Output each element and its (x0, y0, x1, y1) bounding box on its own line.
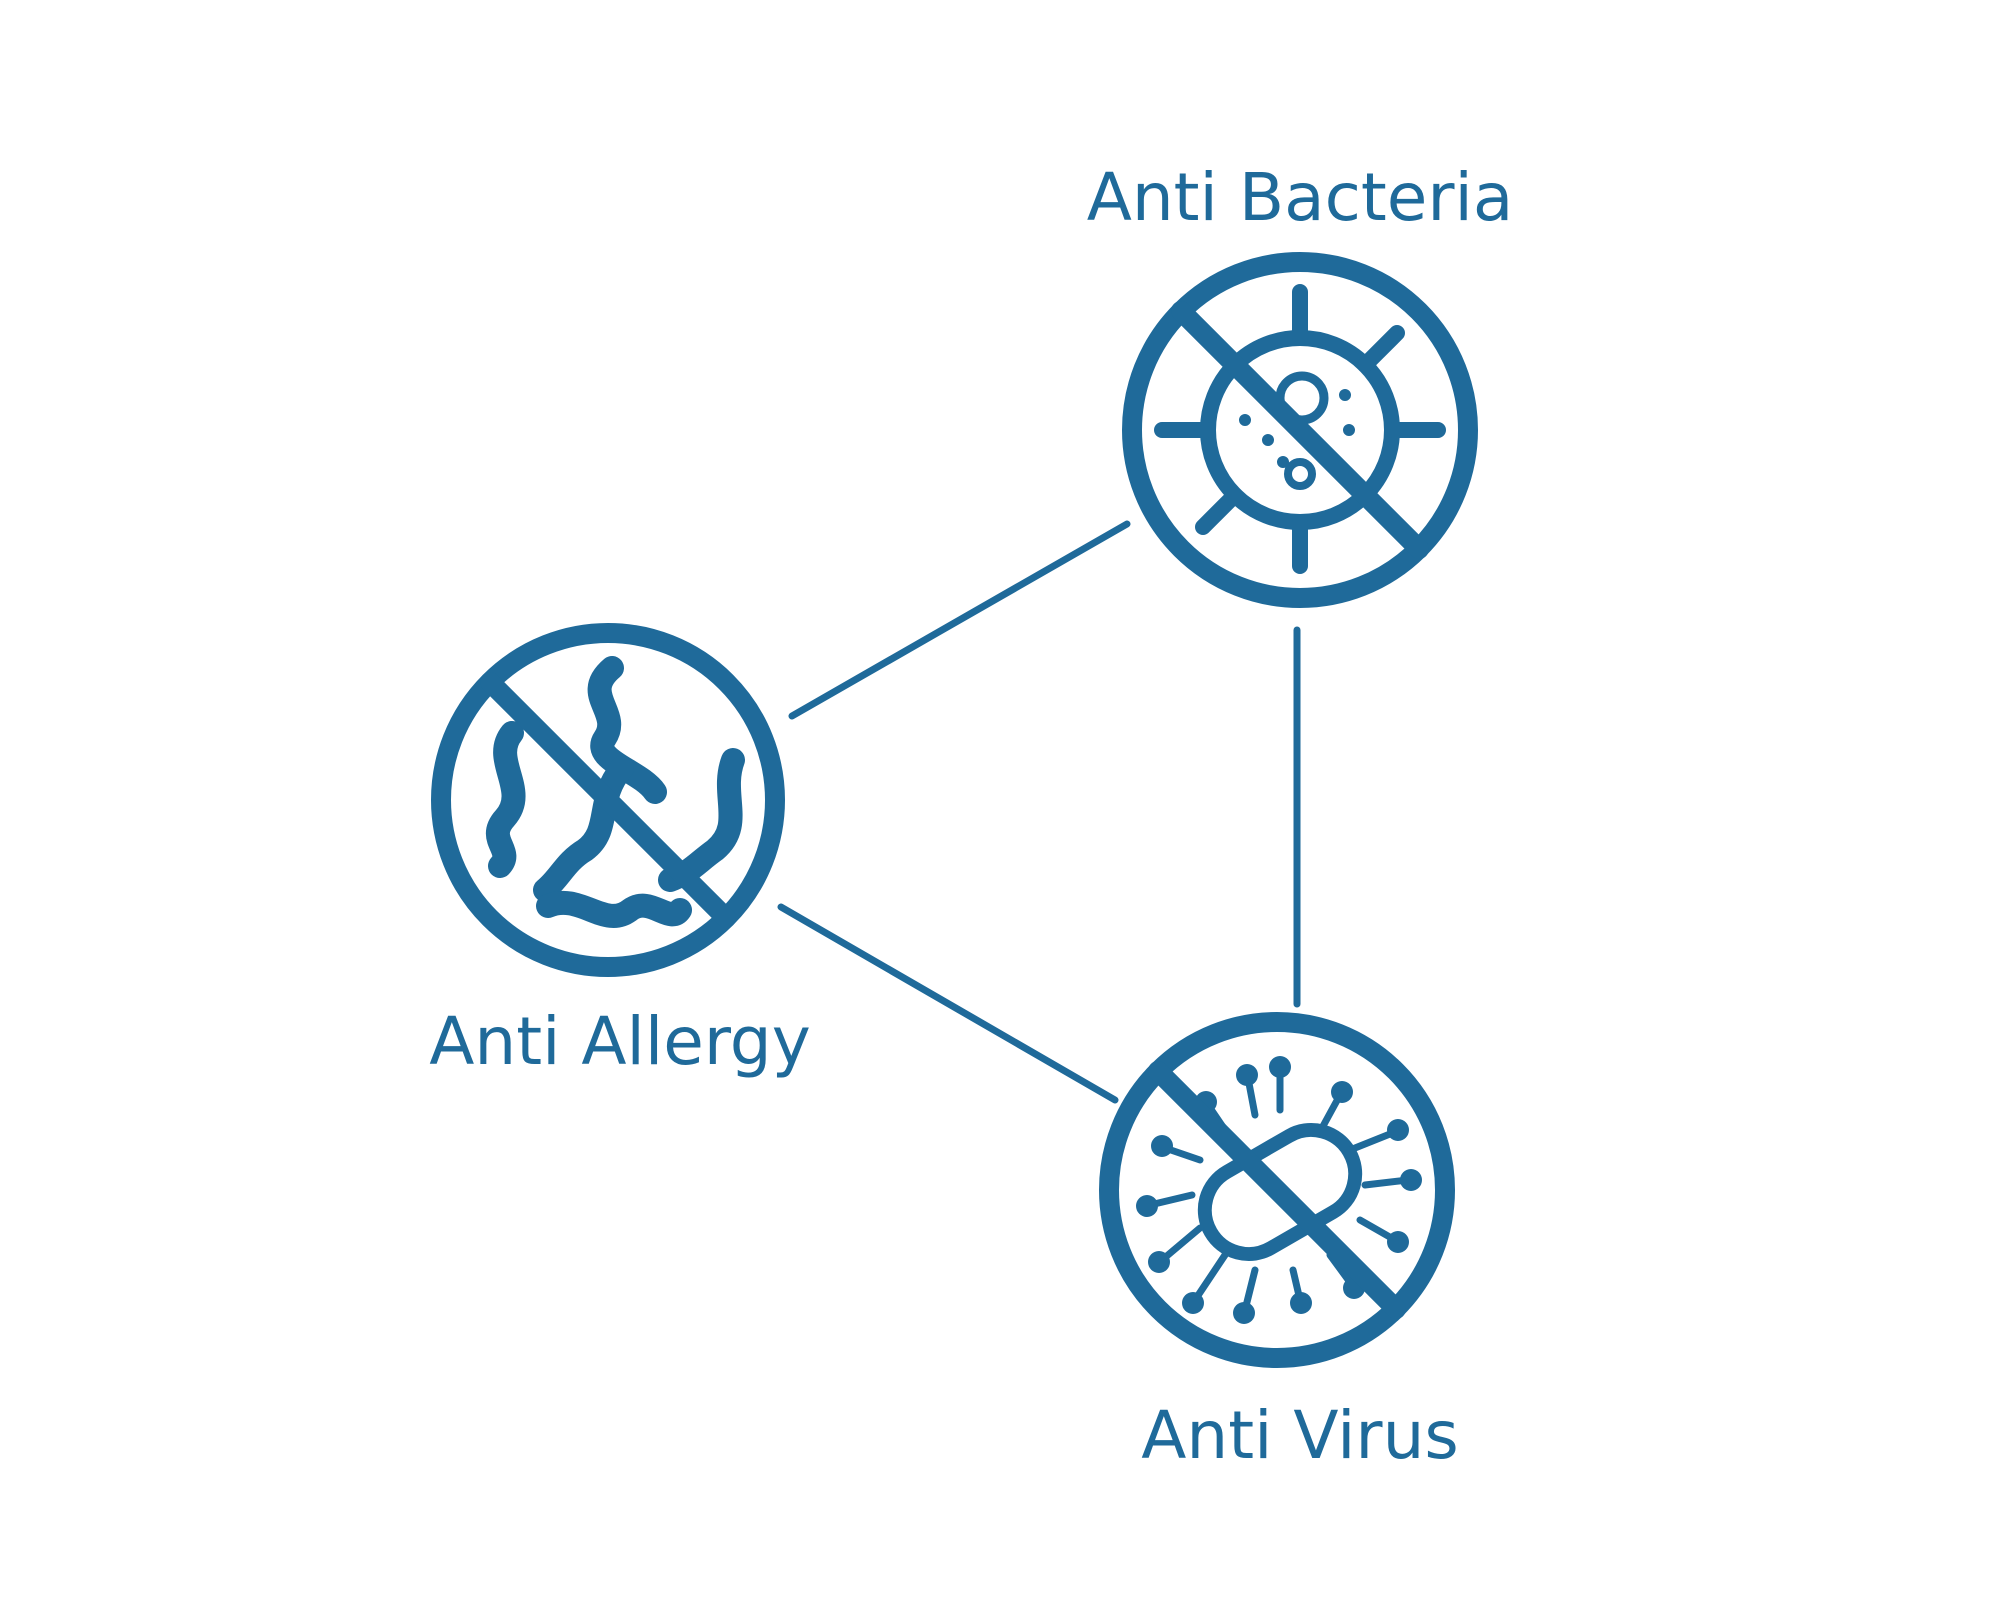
node-label-virus: Anti Virus (1141, 1397, 1459, 1474)
node-allergy: Anti Allergy (429, 623, 811, 1080)
node-label-allergy: Anti Allergy (429, 1003, 811, 1080)
allergy-dust-mite-icon (431, 623, 785, 977)
virus-icon (1099, 1012, 1455, 1368)
edge-allergy-bacteria (788, 520, 1131, 720)
edge-allergy-virus (777, 903, 1119, 1104)
node-bacteria: Anti Bacteria (1087, 159, 1514, 608)
diagram-edges (777, 520, 1301, 1104)
node-label-bacteria: Anti Bacteria (1087, 159, 1514, 236)
node-virus: Anti Virus (1099, 1012, 1459, 1474)
bacteria-icon (1122, 252, 1478, 608)
